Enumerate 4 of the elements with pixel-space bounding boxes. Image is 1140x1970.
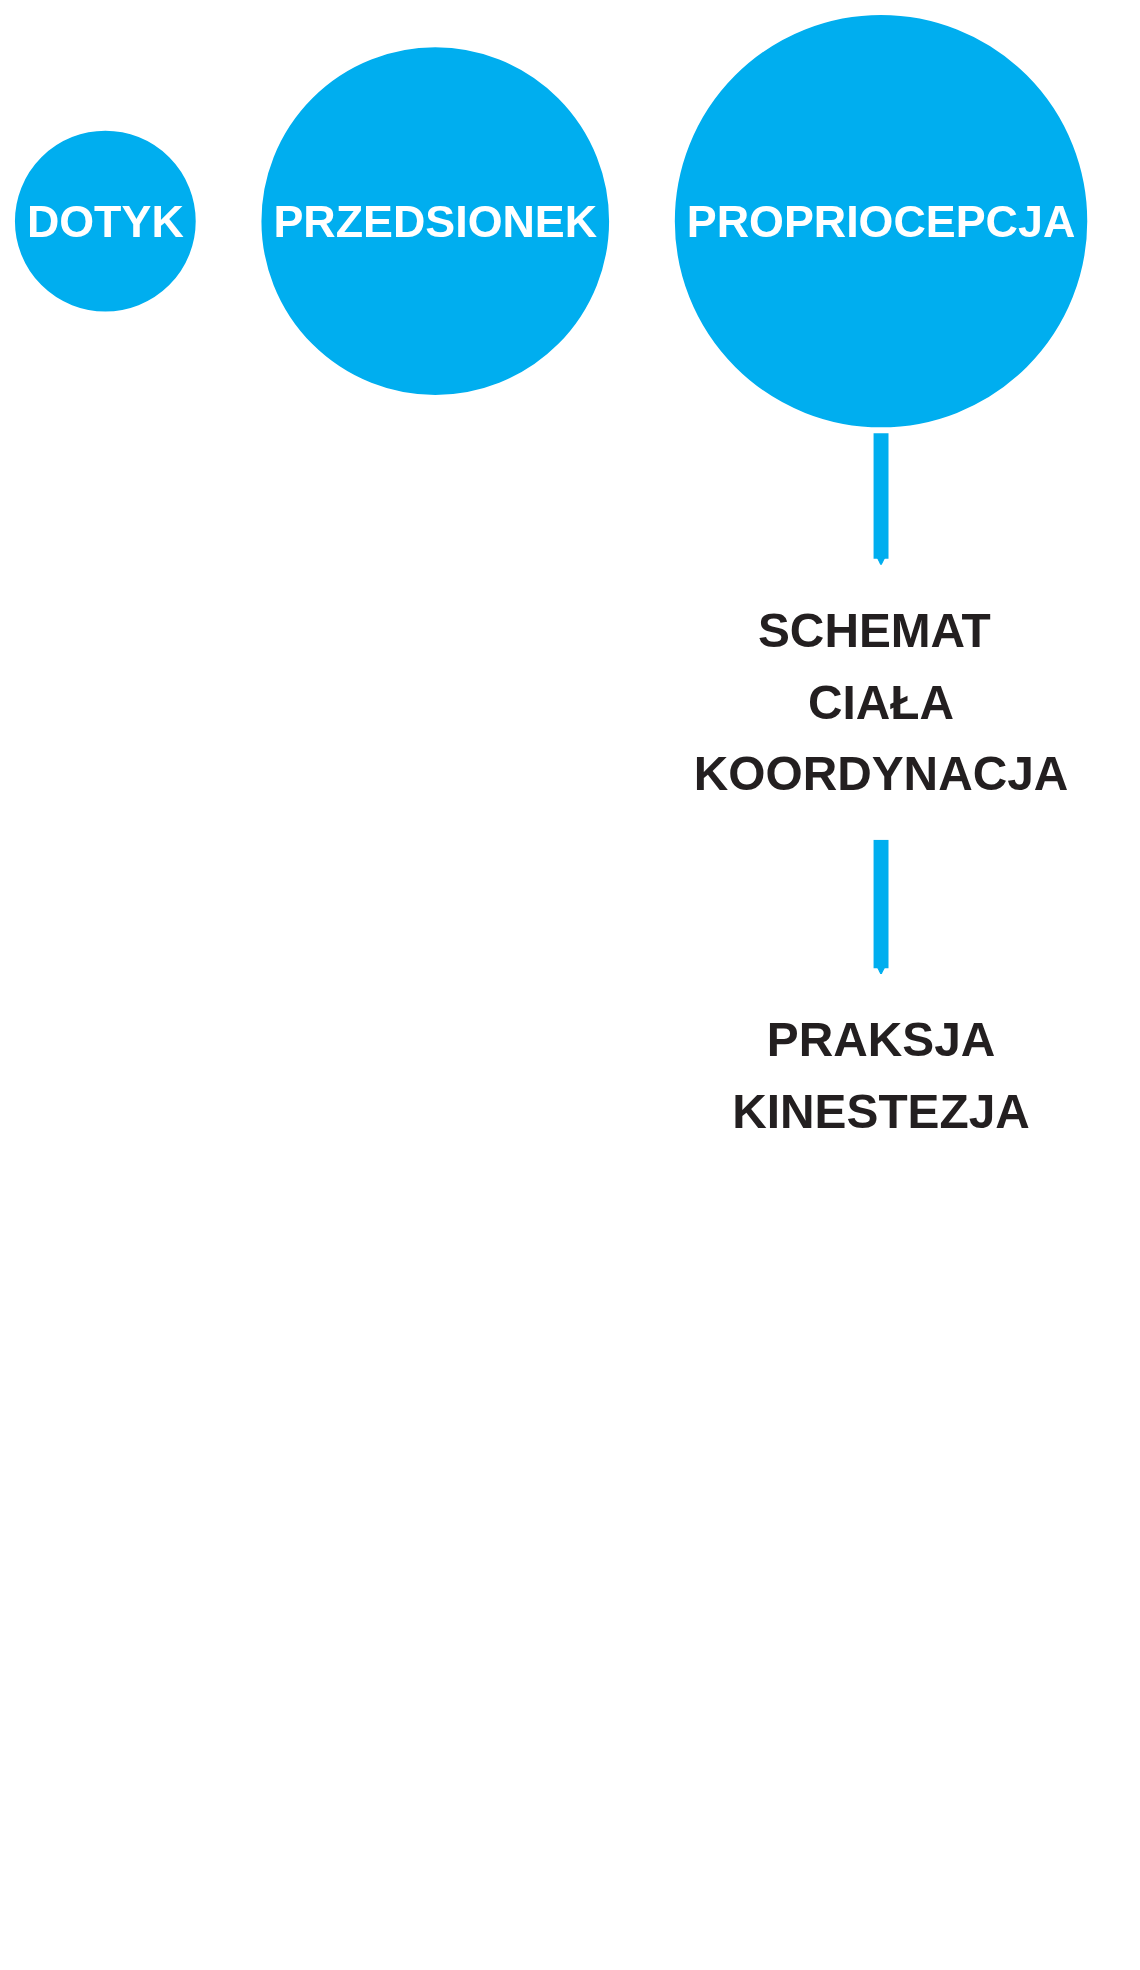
node-text: SCHEMAT CIAŁA KOORDYNACJA <box>693 603 1069 801</box>
node-text: PRAKSJA KINESTEZJA <box>732 1012 1030 1139</box>
arrow <box>873 839 889 975</box>
arrow <box>873 430 889 566</box>
